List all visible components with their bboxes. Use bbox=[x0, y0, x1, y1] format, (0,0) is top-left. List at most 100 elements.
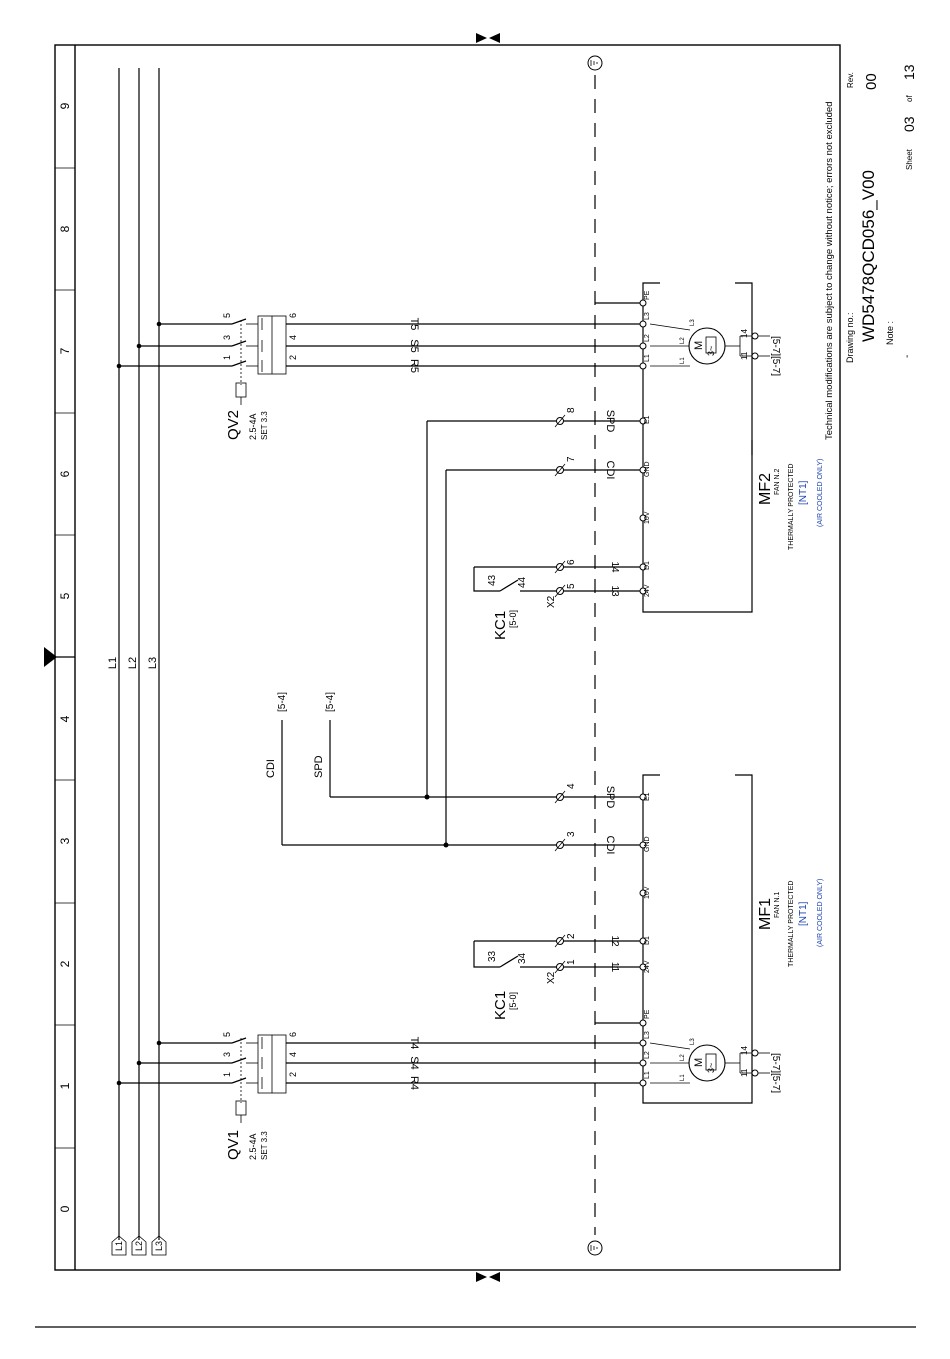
phase-label: S4 bbox=[408, 1056, 420, 1069]
terminal-slash-icon bbox=[554, 560, 566, 574]
terminal-slash-icon bbox=[554, 790, 566, 804]
pin-label: 6 bbox=[288, 313, 298, 318]
fan-desc: FAN N.1 bbox=[774, 891, 781, 918]
terminal-label: PE bbox=[644, 290, 651, 300]
sheet-label: Sheet bbox=[905, 148, 914, 170]
cross-ref: [5-7] bbox=[770, 1073, 781, 1093]
breaker-name: QV2 bbox=[225, 410, 242, 440]
bus-terminal-label: L2 bbox=[134, 1241, 144, 1251]
motor-pin-label: L2 bbox=[680, 1054, 686, 1061]
drawing-number: WD5478QCD056_V00 bbox=[859, 170, 878, 342]
motor-phase: 3~ bbox=[706, 346, 716, 356]
terminal-slash-icon bbox=[554, 463, 566, 477]
fan-desc: FAN N.2 bbox=[774, 468, 781, 495]
terminal-label: GND bbox=[644, 836, 651, 852]
terminal-label: E1 bbox=[644, 415, 651, 424]
wire-number: 14 bbox=[609, 561, 620, 573]
terminal-label: 24V bbox=[644, 584, 651, 597]
earth-icon bbox=[587, 1240, 603, 1256]
pin-label: 5 bbox=[222, 313, 232, 318]
strip-name: X2 bbox=[546, 971, 557, 984]
fan-terminals bbox=[639, 299, 647, 595]
wire-number: 13 bbox=[609, 585, 620, 597]
row-number: 3 bbox=[58, 837, 72, 844]
title-block: Technical modifications are subject to c… bbox=[824, 64, 917, 440]
drawing-frame bbox=[54, 44, 841, 1271]
note-value: - bbox=[902, 355, 913, 358]
strip-pin: 5 bbox=[566, 583, 577, 589]
pin-label: 1 bbox=[222, 1072, 232, 1077]
terminal-label: L1 bbox=[644, 354, 651, 362]
terminal-slash-icon bbox=[554, 960, 566, 974]
wire-label: CDI bbox=[604, 461, 616, 480]
strip-name: X2 bbox=[546, 595, 557, 608]
motor-icon bbox=[649, 323, 770, 367]
motor-letter: M bbox=[693, 1058, 705, 1067]
pin-label: 4 bbox=[288, 335, 298, 340]
wire-label: CDI bbox=[604, 836, 616, 855]
breaker-set: SET 3.3 bbox=[260, 411, 269, 440]
contact-label: 11 bbox=[740, 351, 749, 360]
pin-label: 3 bbox=[222, 335, 232, 340]
row-number: 9 bbox=[58, 102, 72, 109]
center-marker-bottom-icon bbox=[476, 1272, 500, 1282]
motor-pin-label: L3 bbox=[690, 319, 696, 326]
main-bus: L1 L2 L3 bbox=[107, 68, 160, 1240]
phase-label: R5 bbox=[408, 359, 420, 373]
terminal-label: 10V bbox=[644, 886, 651, 899]
terminal-label: L2 bbox=[644, 1051, 651, 1059]
cross-ref: [5-7] bbox=[770, 336, 781, 356]
strip-pin: 8 bbox=[566, 407, 577, 413]
strip-pin: 3 bbox=[566, 831, 577, 837]
fan-terminals bbox=[639, 793, 647, 1087]
terminal-label: PE bbox=[644, 1009, 651, 1019]
motor-phase: 3~ bbox=[706, 1063, 716, 1073]
sheet-number: 03 bbox=[901, 116, 917, 132]
breaker-rating: 2.5-4A bbox=[248, 1133, 258, 1160]
row-number: 5 bbox=[58, 592, 72, 599]
bus-label: L1 bbox=[107, 657, 119, 669]
motor-pin-label: L2 bbox=[680, 337, 686, 344]
terminal-label: 24V bbox=[644, 960, 651, 973]
signal-label-spd: SPD bbox=[313, 755, 325, 778]
terminal-slash-icon bbox=[554, 414, 566, 428]
strip-pin: 6 bbox=[566, 559, 577, 565]
note-label: Note : bbox=[885, 321, 895, 345]
signal-label-cdi: CDI bbox=[265, 759, 277, 778]
bus-terminal-label: L3 bbox=[154, 1241, 164, 1251]
terminal-label: D1 bbox=[644, 561, 651, 570]
terminal-label: L1 bbox=[644, 1071, 651, 1079]
relay-name: KC1 bbox=[492, 991, 509, 1020]
rev-value: 00 bbox=[863, 73, 880, 90]
relay-ref: [5-0] bbox=[508, 610, 518, 628]
terminal-label: L3 bbox=[644, 312, 651, 320]
relay-pin: 34 bbox=[517, 952, 528, 964]
contact-label: 14 bbox=[740, 1046, 749, 1055]
fan-name: MF2 bbox=[757, 473, 774, 505]
bus-label: L3 bbox=[147, 657, 159, 669]
pin-label: 2 bbox=[288, 355, 298, 360]
phase-label: T5 bbox=[408, 318, 420, 331]
breaker-qv1: QV1 2.5-4A SET 3.3 1 3 5 2 4 6 R4 S4 T4 bbox=[116, 1032, 640, 1160]
motor-pin-label: L1 bbox=[680, 1074, 686, 1081]
strip-pin: 4 bbox=[566, 783, 577, 789]
row-number: 8 bbox=[58, 225, 72, 232]
fan-name: MF1 bbox=[757, 898, 774, 930]
relay-kc1-mf1: 33 34 2 1 11 12 X2 KC1 [5-0] bbox=[473, 933, 640, 1020]
fan-mf1: L1 L2 L3 PE 24V D1 10V GND E1 L1 L2 L3 M… bbox=[639, 774, 824, 1104]
phase-label: S5 bbox=[408, 339, 420, 352]
bus-terminal-arrows: L1 L2 L3 bbox=[111, 1235, 167, 1256]
motor-letter: M bbox=[693, 341, 705, 350]
contact-label: 14 bbox=[740, 329, 749, 338]
wire-label: SPD bbox=[604, 786, 616, 809]
terminal-slash-icon bbox=[554, 584, 566, 598]
fan-air-cooled: (AIR COOLED ONLY) bbox=[817, 879, 824, 947]
row-number: 1 bbox=[58, 1082, 72, 1089]
breaker-set: SET 3.3 bbox=[260, 1131, 269, 1160]
relay-pin: 44 bbox=[517, 576, 528, 588]
relay-pin: 43 bbox=[487, 574, 498, 586]
fan-nt: [NT1] bbox=[798, 901, 809, 926]
sheet-total: 13 bbox=[901, 64, 917, 80]
relay-name: KC1 bbox=[492, 611, 509, 640]
